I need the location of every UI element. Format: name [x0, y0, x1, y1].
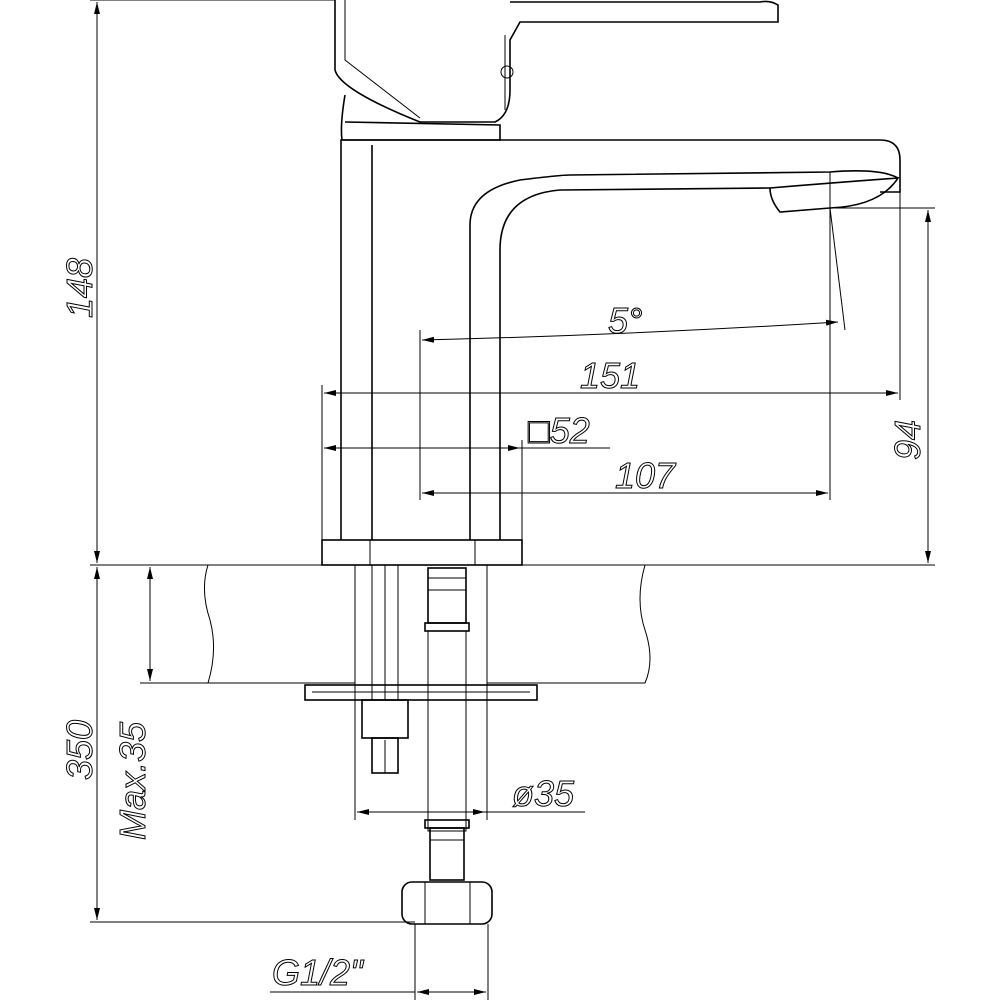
- faucet-body: [321, 139, 901, 566]
- lever-handle: [334, 0, 779, 141]
- dim-spout-height: 94: [887, 420, 928, 460]
- dim-spout-angle: 5°: [608, 300, 642, 341]
- hose-nut: [401, 881, 493, 925]
- dim-height-total: 148: [59, 258, 100, 318]
- dim-spout-reach: 107: [615, 455, 677, 496]
- dim-max-counter-thickness: Max.35: [112, 721, 153, 840]
- fixing-washer: [304, 684, 538, 701]
- dim-connection-thread: G1/2": [272, 952, 365, 993]
- dim-hole-diameter: ø35: [512, 773, 575, 814]
- dim-overall-length: 151: [580, 355, 640, 396]
- flexible-hose: [401, 567, 493, 925]
- dim-base-square: □52: [528, 410, 590, 451]
- fixing-stud: [361, 565, 409, 774]
- countertop-section: [204, 564, 651, 684]
- dimension-lines: [90, 0, 935, 1000]
- dim-hose-length: 350: [59, 720, 100, 780]
